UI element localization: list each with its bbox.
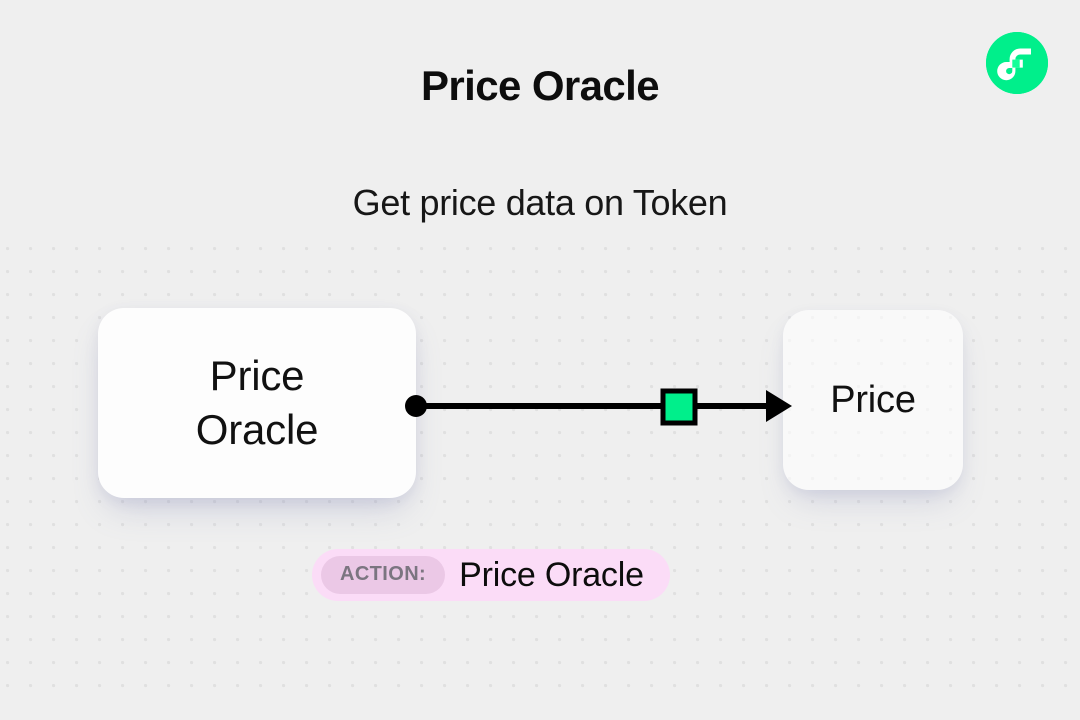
flow-logo-icon [986, 32, 1048, 94]
action-value: Price Oracle [459, 555, 644, 594]
page-subtitle: Get price data on Token [352, 182, 728, 223]
edge-connector[interactable] [400, 380, 792, 432]
node-label: Price [830, 378, 916, 421]
page-title: Price Oracle [421, 62, 660, 109]
edge-arrowhead [766, 390, 792, 422]
node-price[interactable]: Price [783, 310, 963, 490]
node-price-oracle[interactable]: Price Oracle [98, 308, 416, 498]
action-badge[interactable]: ACTION: Price Oracle [312, 549, 670, 601]
node-label: Price Oracle [195, 352, 319, 453]
action-chip-label: ACTION: [321, 556, 446, 594]
edge-start-dot [405, 395, 427, 417]
edge-marker-square [660, 388, 698, 426]
